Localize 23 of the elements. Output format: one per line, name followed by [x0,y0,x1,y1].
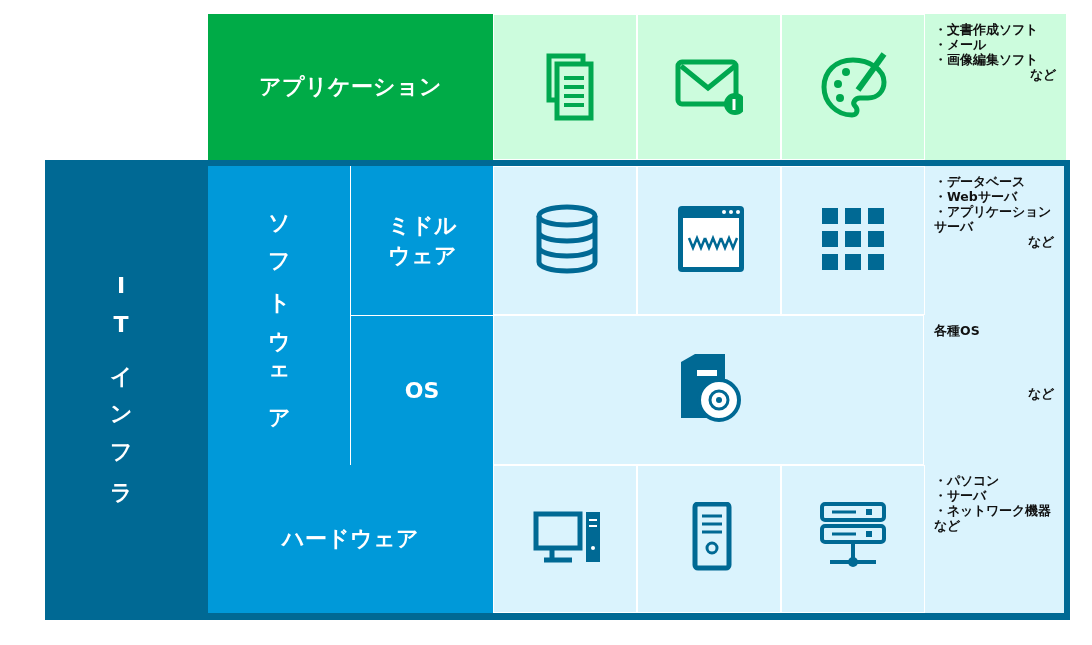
hardware-band: ハードウェア [208,465,493,613]
layer-heading: ITインフラ [107,272,135,509]
description-cell [924,166,1064,315]
description-text: ・ネットワーク機器 [934,503,1052,518]
description-text: 各種OS [934,323,981,338]
description-text: など [1029,67,1057,82]
description-text: ・画像編集ソフト [934,52,1039,67]
layer-heading: ソフトウェア [266,197,293,435]
description-text: ・Webサーバ [934,189,1019,204]
description-text: など [1027,386,1055,401]
description-text: ・アプリケーションサーバ [934,204,1052,234]
description-cell [924,14,1066,160]
description-text: ・メール [934,37,987,52]
description-text: など [1027,234,1055,249]
description-text: など [934,518,961,533]
description-cell [924,465,1064,613]
software-band [208,166,493,465]
description-text: ・パソコン [934,473,1000,488]
description-text: ・文書作成ソフト [934,22,1039,37]
description-text: ・サーバ [934,488,988,503]
description-text: ・データベース [934,174,1026,189]
os-band: OS [350,315,493,465]
header-band: アプリケーション [208,14,493,160]
